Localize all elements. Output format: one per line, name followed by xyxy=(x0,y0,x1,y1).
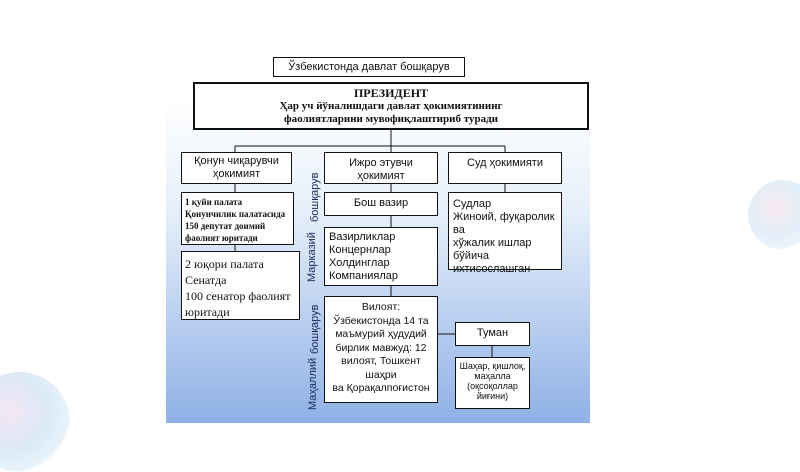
central-label-b: Марказий xyxy=(306,232,318,282)
regions-line-5: вилоят, Тошкент шаҳри xyxy=(341,355,421,381)
local-units-line-1: Шаҳар, қишлоқ, xyxy=(459,361,526,371)
regions-line-1: Вилоят: xyxy=(361,301,401,313)
local-units-line-3: (оқсоқоллар xyxy=(467,381,518,391)
local-label-b: Маҳаллий xyxy=(307,357,319,410)
courts-box: Судлар Жиноий, фуқаролик ва хўжалик ишла… xyxy=(448,192,562,275)
lower-chamber-box: 1 қуйи палата Қонунчилик палатасида 150 … xyxy=(181,192,294,245)
courts-line-1: Судлар xyxy=(453,198,492,210)
upper-chamber-line-3: 100 сенатор фаолият xyxy=(185,289,291,303)
district-box: Туман xyxy=(455,322,530,346)
president-line-2: фаолиятларини мувофиқлаштириб туради xyxy=(284,113,498,125)
legislative-heading: Қонун чиқарувчи ҳокимият xyxy=(181,152,292,184)
prime-minister-box: Бош вазир xyxy=(324,192,438,216)
ministries-line-1: Вазирликлар xyxy=(329,231,396,243)
president-heading: ПРЕЗИДЕНТ xyxy=(353,86,429,100)
connector-lines xyxy=(234,130,506,357)
local-units-box: Шаҳар, қишлоқ, маҳалла (оқсоқоллар йиғин… xyxy=(455,357,530,409)
courts-line-3: хўжалик ишлар бўйича xyxy=(453,237,532,262)
regions-box: Вилоят: Ўзбекистонда 14 та маъмурий ҳуду… xyxy=(324,296,438,403)
upper-chamber-line-2: Сенатда xyxy=(185,273,227,287)
courts-line-2: Жиноий, фуқаролик ва xyxy=(453,211,555,236)
regions-line-3: маъмурий ҳудудий xyxy=(335,328,427,340)
judicial-heading: Суд ҳокимияти xyxy=(448,152,562,184)
regions-line-2: Ўзбекистонда 14 та xyxy=(333,314,429,327)
local-label-a: бошқарув xyxy=(309,304,321,354)
president-box: ПРЕЗИДЕНТ Ҳар уч йўналишдаги давлат ҳоки… xyxy=(193,82,589,130)
courts-line-4: ихтисослашган xyxy=(453,263,531,275)
upper-chamber-line-1: 2 юқори палата xyxy=(185,257,264,271)
diagram-title: Ўзбекистонда давлат бошқарув тизими xyxy=(273,57,465,91)
regions-line-4: бирлик мавжуд: 12 xyxy=(335,341,427,354)
ministries-line-3: Холдинглар xyxy=(329,257,390,269)
decorative-blob-right xyxy=(748,180,800,250)
local-units-line-4: йиғини) xyxy=(476,391,509,401)
ministries-box: Вазирликлар Концернлар Холдинглар Компан… xyxy=(324,227,438,286)
upper-chamber-box: 2 юқори палата Сенатда 100 сенатор фаоли… xyxy=(181,251,300,320)
central-label-a: бошқарув xyxy=(309,172,321,222)
upper-chamber-line-4: юритади xyxy=(185,305,230,319)
local-units-line-2: маҳалла xyxy=(474,371,511,381)
ministries-line-2: Концернлар xyxy=(329,244,391,256)
president-line-1: Ҳар уч йўналишдаги давлат ҳокимиятининг xyxy=(279,100,503,112)
ministries-line-4: Компаниялар xyxy=(329,270,398,282)
executive-heading: Ижро этувчи ҳокимият xyxy=(324,152,438,184)
regions-line-6: ва Қорақалпоғистон xyxy=(332,382,430,394)
